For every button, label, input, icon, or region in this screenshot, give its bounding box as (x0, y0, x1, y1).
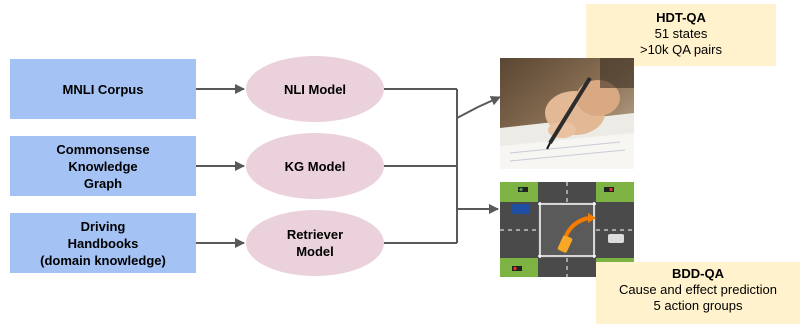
commonsense-label-line3: Graph (83, 175, 123, 191)
hdt-qa-box: HDT-QA 51 states >10k QA pairs (586, 4, 776, 66)
mnli-corpus-label: MNLI Corpus (62, 81, 144, 97)
commonsense-label-line1: Commonsense (56, 141, 150, 157)
hdt-qa-title: HDT-QA (656, 10, 706, 25)
kg-model-ellipse: KG Model (246, 133, 384, 199)
bdd-qa-box: BDD-QA Cause and effect prediction 5 act… (596, 262, 800, 324)
driving-label-line2: Handbooks (67, 235, 139, 251)
bdd-qa-title: BDD-QA (672, 266, 724, 281)
writing-hand-photo (500, 58, 634, 169)
kg-model-label: KG Model (284, 158, 346, 174)
nli-model-ellipse: NLI Model (246, 56, 384, 122)
commonsense-kg-box: Commonsense Knowledge Graph (10, 136, 196, 196)
nli-model-label: NLI Model (283, 81, 347, 97)
retriever-label-line2: Model (296, 244, 334, 259)
driving-label-line3: (domain knowledge) (40, 252, 166, 268)
retriever-model-ellipse: Retriever Model (246, 210, 384, 276)
commonsense-label-line2: Knowledge (68, 158, 138, 174)
hdt-qa-states: 51 states (654, 26, 708, 41)
intersection-illustration (500, 182, 634, 277)
arrow-to-hdt (456, 96, 501, 119)
bdd-qa-action-groups: 5 action groups (653, 298, 743, 313)
bdd-qa-cause-effect: Cause and effect prediction (618, 282, 778, 297)
hdt-qa-pairs: >10k QA pairs (639, 42, 723, 57)
driving-label-line1: Driving (80, 218, 126, 234)
retriever-label-line1: Retriever (286, 227, 344, 242)
driving-handbooks-box: Driving Handbooks (domain knowledge) (10, 213, 196, 273)
mnli-corpus-box: MNLI Corpus (10, 59, 196, 119)
